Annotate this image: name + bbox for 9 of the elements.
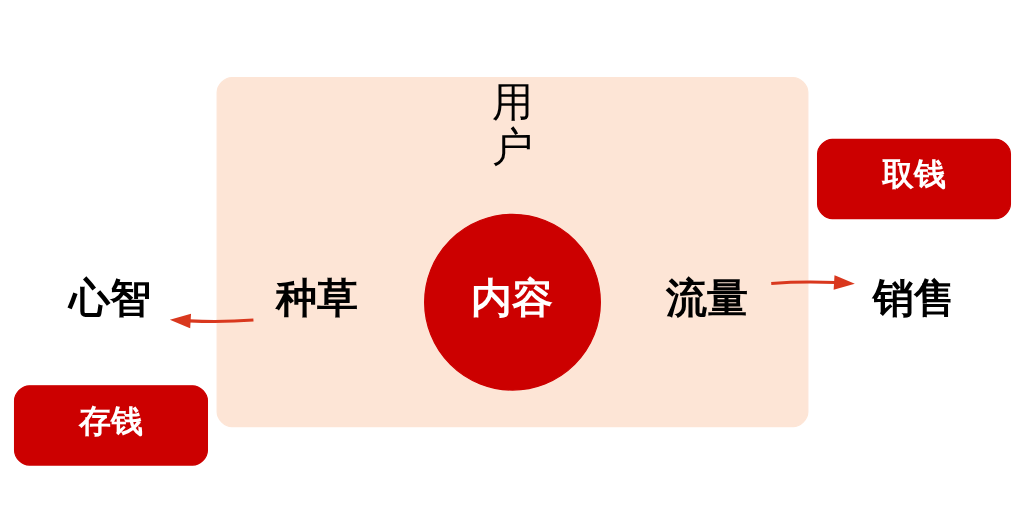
node-box: 存钱: [13, 384, 208, 466]
arrow: [770, 274, 855, 290]
arrow: [169, 313, 254, 328]
node-text: 种草: [275, 272, 358, 322]
node-circle: 内容: [423, 213, 601, 391]
node-text: 销售: [872, 272, 955, 322]
node-box: 取钱: [816, 138, 1011, 219]
node-text: 心智: [69, 272, 151, 322]
node-text: 流量: [665, 272, 748, 322]
